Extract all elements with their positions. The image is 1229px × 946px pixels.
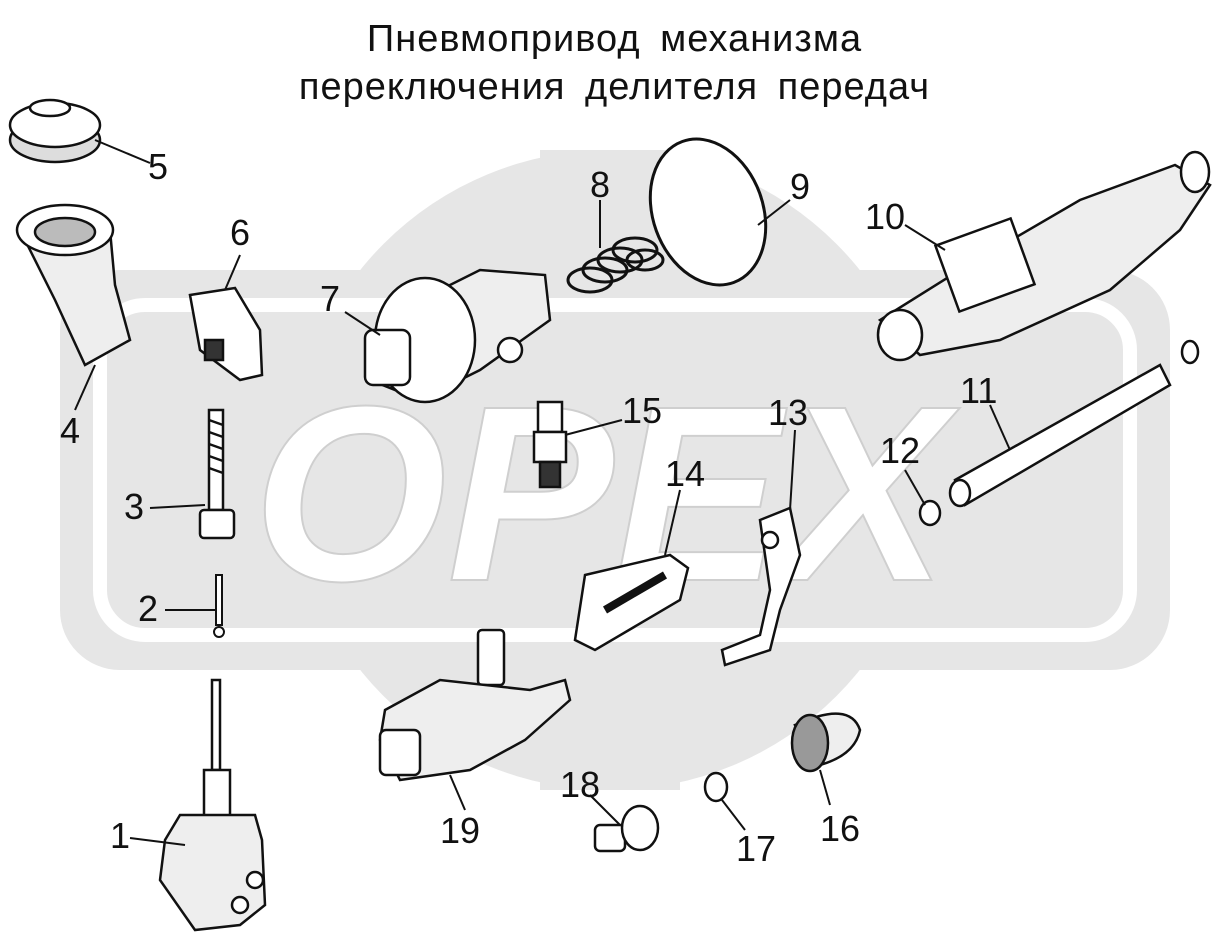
callout-5: 5 — [148, 146, 169, 187]
part-3-screw — [198, 408, 236, 540]
callout-6: 6 — [230, 212, 251, 253]
callout-15: 15 — [622, 390, 663, 431]
callout-3: 3 — [124, 486, 145, 527]
part-5-cap — [8, 98, 102, 164]
leader-lines — [74, 139, 1011, 846]
part-washer-right — [1180, 339, 1200, 365]
callout-1: 1 — [110, 815, 131, 856]
callout-18: 18 — [560, 764, 601, 805]
callout-17: 17 — [736, 828, 777, 869]
part-11-rod — [948, 363, 1172, 508]
part-9-disc — [648, 137, 768, 287]
callout-19: 19 — [440, 810, 481, 851]
part-14-plate — [573, 553, 690, 652]
callout-2: 2 — [138, 588, 159, 629]
callout-4: 4 — [60, 410, 81, 451]
part-18-plug — [593, 804, 660, 853]
part-8-spring — [566, 236, 665, 294]
diagram-title-line-1: Пневмопривод механизма — [366, 18, 863, 60]
callout-13: 13 — [768, 392, 809, 433]
callout-8: 8 — [590, 164, 611, 205]
part-17-ring — [703, 771, 729, 803]
callout-14: 14 — [665, 453, 706, 494]
diagram-title-line-2: переключения делителя передач — [298, 66, 931, 108]
part-10-actuator — [876, 150, 1212, 362]
part-15-sensor — [532, 400, 568, 489]
callout-10: 10 — [865, 196, 906, 237]
part-4-housing — [15, 203, 132, 367]
part-7-cylinder — [363, 268, 552, 404]
part-1-valve — [158, 678, 267, 932]
callout-16: 16 — [820, 808, 861, 849]
part-6-bracket — [188, 286, 264, 382]
callout-9: 9 — [790, 166, 811, 207]
part-16-filter — [790, 712, 862, 773]
callout-7: 7 — [320, 278, 341, 319]
callout-11: 11 — [960, 370, 998, 411]
part-13-lever — [720, 506, 802, 667]
part-19-valve-block — [378, 628, 572, 782]
part-2-pin — [213, 574, 225, 638]
part-12-washer — [918, 499, 942, 527]
callout-12: 12 — [880, 430, 921, 471]
